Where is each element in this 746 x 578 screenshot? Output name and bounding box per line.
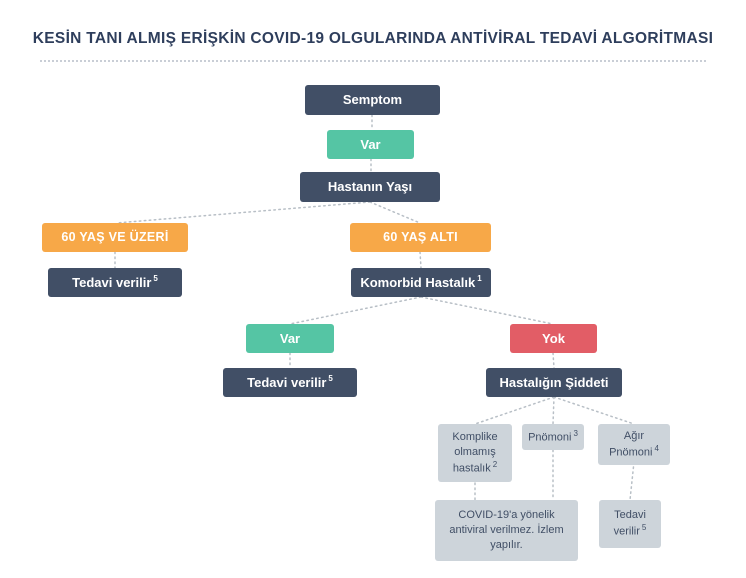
node-no-antiviral-observation: COVID-19'a yönelik antiviral verilmez. İ… (435, 500, 578, 561)
page-title: KESİN TANI ALMIŞ ERİŞKİN COVID-19 OLGULA… (32, 30, 714, 47)
footnote-ref: 3 (573, 428, 578, 438)
node-age-60-and-over: 60 YAŞ VE ÜZERİ (42, 223, 188, 252)
node-label: 60 YAŞ VE ÜZERİ (61, 230, 169, 245)
node-var-1: Var (327, 130, 414, 159)
node-var-2: Var (246, 324, 334, 353)
node-label: Semptom (342, 92, 403, 108)
footnote-ref: 1 (477, 274, 482, 284)
node-disease-severity: Hastalığın Şiddeti (486, 368, 622, 397)
title-divider (40, 60, 706, 62)
node-label: Yok (542, 330, 565, 346)
footnote-ref: 2 (492, 459, 498, 469)
footnote-ref: 5 (153, 274, 158, 284)
node-label: Var (360, 136, 381, 152)
node-age-under-60: 60 YAŞ ALTI (350, 223, 491, 252)
node-yok: Yok (510, 324, 597, 353)
footnote-ref: 5 (641, 523, 647, 533)
node-semptom: Semptom (305, 85, 440, 115)
node-label: 60 YAŞ ALTI (383, 230, 458, 245)
node-label: Hastanın Yaşı (327, 179, 413, 195)
footnote-ref: 4 (654, 443, 659, 453)
node-label: Hastalığın Şiddeti (499, 374, 609, 390)
node-patient-age: Hastanın Yaşı (300, 172, 440, 202)
node-label: COVID-19'a yönelik antiviral verilmez. İ… (449, 509, 564, 551)
footnote-ref: 5 (328, 374, 333, 384)
node-label: Var (279, 330, 301, 346)
